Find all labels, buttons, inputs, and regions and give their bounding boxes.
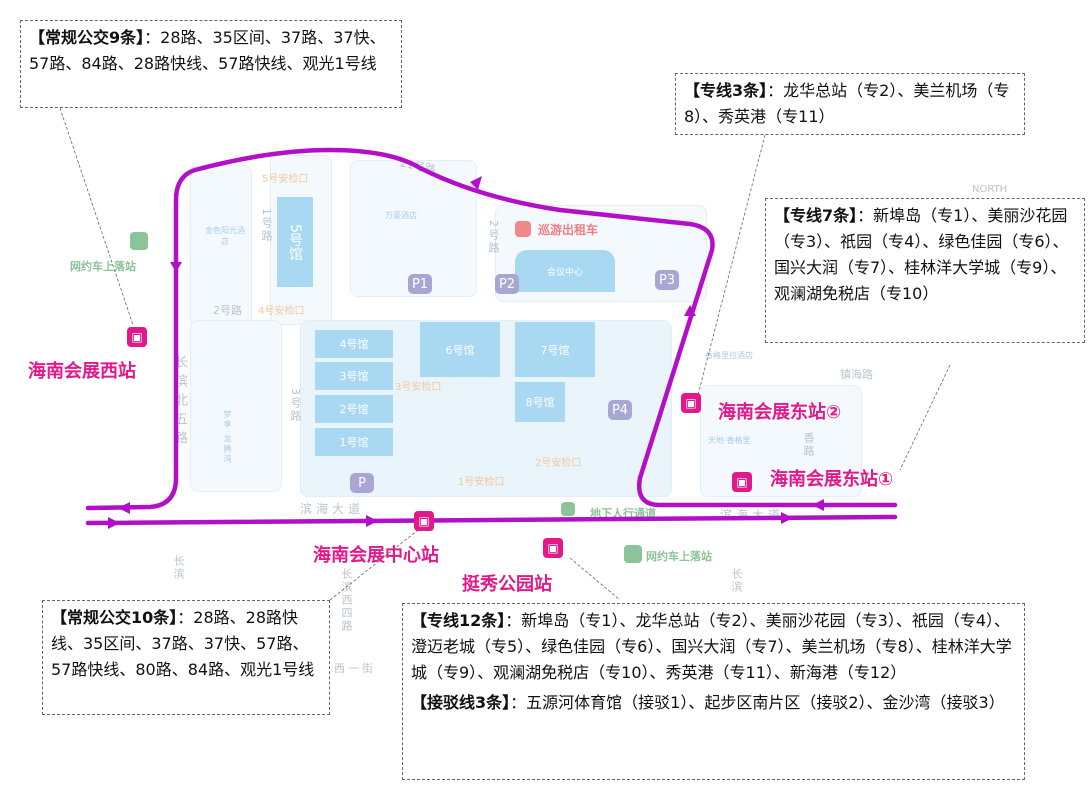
route-arrow <box>684 305 696 316</box>
route-arrow <box>470 176 482 190</box>
hall-1: 1号馆 <box>315 428 393 456</box>
road-zhenhai: 镇海路 <box>840 368 873 381</box>
route-arrow <box>781 512 793 524</box>
taxi-label: 巡游出租车 <box>538 223 599 237</box>
block <box>190 165 252 327</box>
hall-4: 4号馆 <box>315 330 393 358</box>
box-text: ：新埠岛（专1）、美丽沙花园（专3）、祇园（专4）、绿色佳园（专6）、国兴大润（… <box>774 206 1069 303</box>
box-title: 【常规公交9条】 <box>29 28 145 47</box>
bus-stop-icon: ▣ <box>543 538 563 558</box>
binhai-route <box>85 514 898 526</box>
taxi-icon <box>515 221 531 237</box>
ride-hailing-south: 网约车上落站 <box>646 550 712 563</box>
box-title: 【接驳线3条】 <box>411 693 511 712</box>
parking-p1: P1 <box>408 274 432 294</box>
box-text: ：龙华总站（专2）、美兰机场（专8）、秀英港（专11） <box>684 81 1010 126</box>
parking-p2: P2 <box>495 274 519 294</box>
box-title: 【专线3条】 <box>684 81 768 100</box>
checkpoint-5: 5号安检口 <box>262 174 309 185</box>
conference-center: 会议中心 <box>515 250 615 292</box>
ride-hailing-west: 网约车上落站 <box>70 260 136 273</box>
leader-line <box>59 107 134 326</box>
road-xi1: 西一街 <box>334 662 376 675</box>
regular-bus-9-box: 【常规公交9条】：28路、35区间、37路、37快、57路、84路、28路快线、… <box>20 20 402 108</box>
road-1: 1号路 <box>260 208 273 243</box>
route-arrow <box>170 262 182 272</box>
bus-stop-icon: ▣ <box>732 472 752 492</box>
hall-5: 5号馆 <box>277 197 313 287</box>
block <box>700 385 862 497</box>
checkpoint-4: 4号安检口 <box>258 306 305 317</box>
route-arrow <box>118 502 130 514</box>
hall-6: 6号馆 <box>420 322 500 377</box>
car-icon <box>130 232 148 250</box>
hall-3: 3号馆 <box>315 362 393 390</box>
box-text: ：28路、28路快线、35区间、37路、37快、57路、57路快线、80路、84… <box>51 608 315 679</box>
parking-p3: P3 <box>655 270 679 290</box>
shuttle-3-section: 【接驳线3条】：五源河体育馆（接驳1）、起步区南片区（接驳2）、金沙湾（接驳3） <box>411 690 1016 716</box>
box-title: 【专线7条】 <box>774 206 858 225</box>
box-title: 【专线12条】 <box>411 611 506 630</box>
north-label: NORTH <box>972 184 1008 195</box>
leader-line <box>569 557 621 601</box>
checkpoint-1: 1号安检口 <box>458 477 505 488</box>
hall-7: 7号馆 <box>515 322 595 377</box>
hall-2: 2号馆 <box>315 395 393 423</box>
hotel-mengxiang: 梦享·龙腾湾 <box>223 410 232 465</box>
road-3: 3号路 <box>289 388 302 423</box>
station-east-1[interactable]: 海南会展东站① <box>770 469 894 490</box>
route-arrow <box>366 515 378 527</box>
hotel-marriott: 万豪酒店 <box>385 211 417 220</box>
road-xiang: 香路 <box>802 432 815 458</box>
box-text: ：新埠岛（专1）、龙华总站（专2）、美丽沙花园（专3）、祇园（专4）、澄迈老城（… <box>411 611 1012 682</box>
underpass-icon <box>561 502 575 516</box>
special-line-7-box: 【专线7条】：新埠岛（专1）、美丽沙花园（专3）、祇园（专4）、绿色佳园（专6）… <box>765 198 1085 343</box>
box-text: ：28路、35区间、37路、37快、57路、84路、28路快线、57路快线、观光… <box>29 28 386 73</box>
road-2-horizontal: 2号路 <box>213 304 242 317</box>
car-icon <box>624 545 642 563</box>
special-12-section: 【专线12条】：新埠岛（专1）、龙华总站（专2）、美丽沙花园（专3）、祇园（专4… <box>411 608 1016 686</box>
station-east-2[interactable]: 海南会展东站② <box>718 402 842 423</box>
station-tingxiu-park[interactable]: 挺秀公园站 <box>462 574 552 595</box>
road-changbin-3: 长滨 <box>730 568 743 594</box>
leader-line <box>329 529 419 601</box>
regular-bus-10-box: 【常规公交10条】：28路、28路快线、35区间、37路、37快、57路、57路… <box>42 600 330 715</box>
block <box>190 320 282 492</box>
special-line-12-box: 【专线12条】：新埠岛（专1）、龙华总站（专2）、美丽沙花园（专3）、祇园（专4… <box>402 603 1025 780</box>
bus-stop-icon: ▣ <box>681 393 701 413</box>
hotel-golden-sun: 金色阳光酒店 <box>205 226 245 246</box>
route-arrow <box>812 499 824 511</box>
box-title: 【常规公交10条】 <box>51 608 178 627</box>
station-west[interactable]: 海南会展西站 <box>28 361 136 382</box>
parking-p4: P4 <box>608 400 632 420</box>
road-binhai: 滨海大道 <box>300 502 365 516</box>
hotel-shangri-la: 香格里拉酒店 <box>705 351 753 360</box>
checkpoint-3: 3号安检口 <box>395 382 442 393</box>
road-2: 2号路 <box>487 220 500 255</box>
route-arrow <box>108 517 120 529</box>
box-text: ：五源河体育馆（接驳1）、起步区南片区（接驳2）、金沙湾（接驳3） <box>510 693 1005 712</box>
station-center[interactable]: 海南会展中心站 <box>313 545 439 566</box>
checkpoint-2: 2号安检口 <box>535 458 582 469</box>
bus-stop-icon: ▣ <box>414 511 434 531</box>
parking-p: P <box>350 473 374 493</box>
place-tiandi: 天地·香格里 <box>708 436 751 445</box>
special-line-3-box: 【专线3条】：龙华总站（专2）、美兰机场（专8）、秀英港（专11） <box>675 73 1025 135</box>
bus-stop-icon: ▣ <box>127 327 147 347</box>
hall-8: 8号馆 <box>515 382 565 422</box>
loop-route <box>85 147 898 511</box>
leader-line <box>899 364 951 471</box>
road-changbin-2: 长滨 <box>172 555 185 581</box>
